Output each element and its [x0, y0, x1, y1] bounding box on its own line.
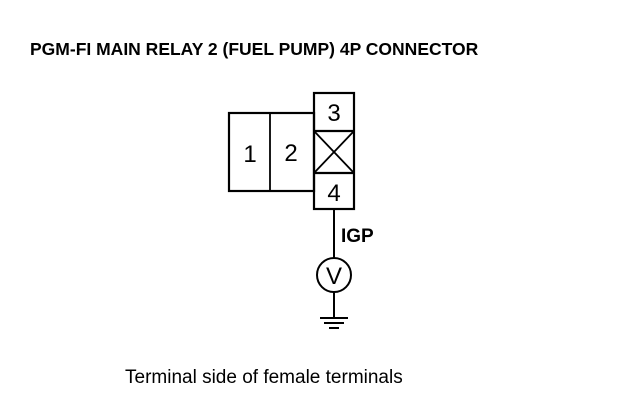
cross-mark-icon	[313, 130, 355, 174]
pin-label-1: 1	[243, 141, 256, 168]
meter-symbol: V	[326, 263, 342, 290]
pin-label-4: 4	[327, 180, 340, 207]
voltmeter-icon: V	[316, 257, 352, 293]
pin-label-2: 2	[284, 140, 297, 167]
connector-housing-left	[227, 111, 316, 193]
diagram-title: PGM-FI MAIN RELAY 2 (FUEL PUMP) 4P CONNE…	[30, 39, 479, 59]
diagram-caption: Terminal side of female terminals	[125, 367, 403, 388]
signal-label: IGP	[341, 226, 374, 247]
ground-icon	[320, 317, 348, 329]
pin-label-3: 3	[327, 100, 340, 127]
connector-body	[227, 91, 356, 211]
